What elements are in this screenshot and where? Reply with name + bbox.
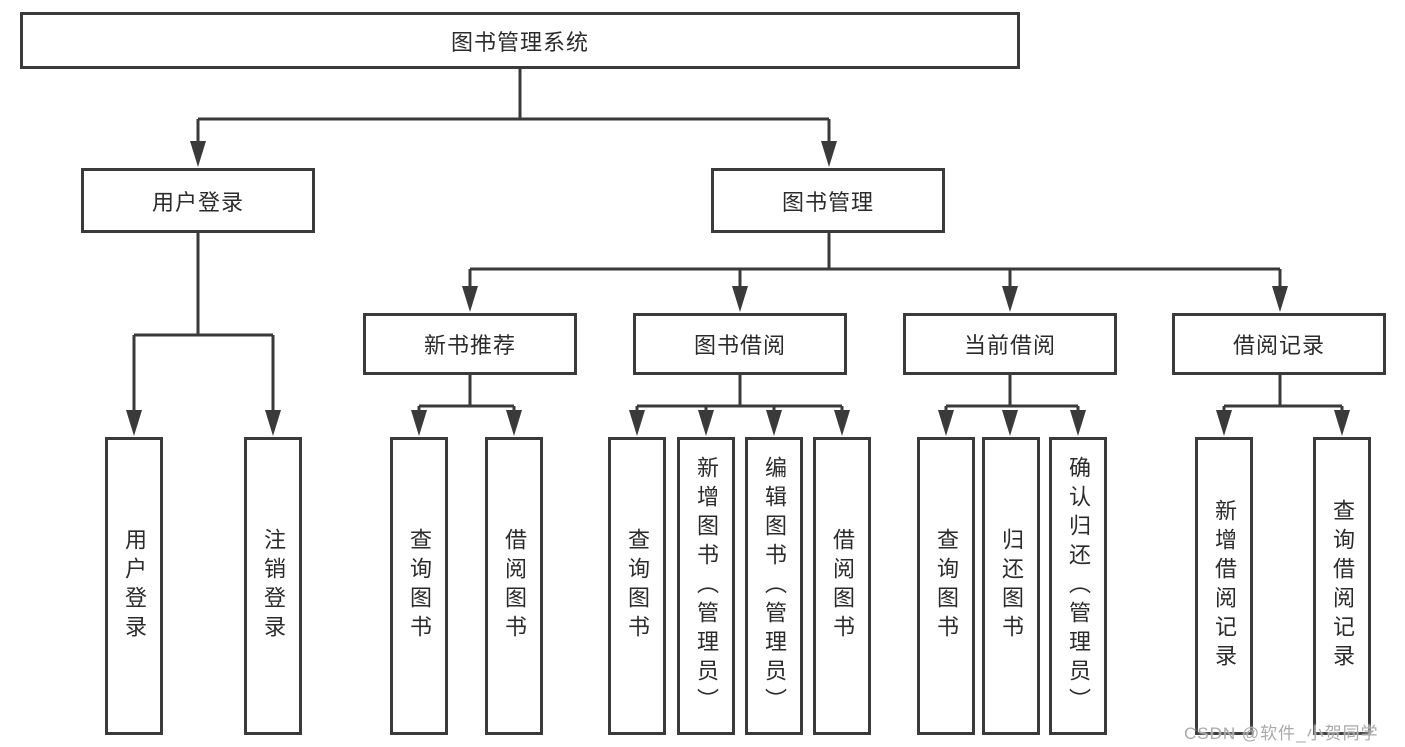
- leaf-confirm-return-admin-label: 确认归还（管理员）: [1066, 455, 1091, 717]
- leaf-add-book-admin: 新增图书（管理员）: [677, 437, 735, 735]
- node-book-borrow-label: 图书借阅: [693, 333, 786, 358]
- leaf-logout-label: 注销登录: [261, 528, 286, 644]
- leaf-borrow-query-book: 查询图书: [608, 437, 666, 735]
- leaf-borrow-query-book-label: 查询图书: [625, 528, 650, 644]
- leaf-logout: 注销登录: [244, 437, 302, 735]
- leaf-query-borrow-record-label: 查询借阅记录: [1330, 499, 1355, 673]
- leaf-user-login-label: 用户登录: [122, 528, 147, 644]
- leaf-add-borrow-record: 新增借阅记录: [1195, 437, 1253, 735]
- leaf-recommend-borrow-book: 借阅图书: [485, 437, 543, 735]
- leaf-edit-book-admin-label: 编辑图书（管理员）: [762, 455, 787, 717]
- leaf-recommend-query-book: 查询图书: [390, 437, 448, 735]
- leaf-borrow-book-label: 借阅图书: [830, 528, 855, 644]
- leaf-return-book: 归还图书: [982, 437, 1040, 735]
- leaf-return-book-label: 归还图书: [999, 528, 1024, 644]
- leaf-edit-book-admin: 编辑图书（管理员）: [745, 437, 803, 735]
- node-root-label: 图书管理系统: [450, 29, 589, 55]
- node-borrow-records-label: 借阅记录: [1232, 333, 1325, 358]
- node-borrow-records: 借阅记录: [1172, 313, 1386, 375]
- node-book-management-label: 图书管理: [781, 189, 874, 215]
- node-new-book-recommend: 新书推荐: [363, 313, 577, 375]
- node-new-book-recommend-label: 新书推荐: [423, 333, 516, 358]
- node-current-borrow: 当前借阅: [903, 313, 1117, 375]
- leaf-confirm-return-admin: 确认归还（管理员）: [1049, 437, 1107, 735]
- csdn-watermark: CSDN @软件_小贺同学: [1184, 724, 1379, 743]
- node-book-borrow: 图书借阅: [633, 313, 847, 375]
- leaf-user-login: 用户登录: [105, 437, 163, 735]
- node-book-management: 图书管理: [711, 168, 945, 233]
- node-user-login: 用户登录: [81, 168, 315, 233]
- node-current-borrow-label: 当前借阅: [963, 333, 1056, 358]
- leaf-recommend-query-book-label: 查询图书: [407, 528, 432, 644]
- leaf-add-borrow-record-label: 新增借阅记录: [1212, 499, 1237, 673]
- leaf-query-borrow-record: 查询借阅记录: [1313, 437, 1371, 735]
- leaf-recommend-borrow-book-label: 借阅图书: [502, 528, 527, 644]
- leaf-add-book-admin-label: 新增图书（管理员）: [694, 455, 719, 717]
- arrowhead-icons: [126, 141, 1350, 436]
- node-root: 图书管理系统: [20, 12, 1020, 69]
- leaf-current-query-book-label: 查询图书: [934, 528, 959, 644]
- node-user-login-label: 用户登录: [151, 189, 244, 215]
- leaf-borrow-book: 借阅图书: [813, 437, 871, 735]
- leaf-current-query-book: 查询图书: [917, 437, 975, 735]
